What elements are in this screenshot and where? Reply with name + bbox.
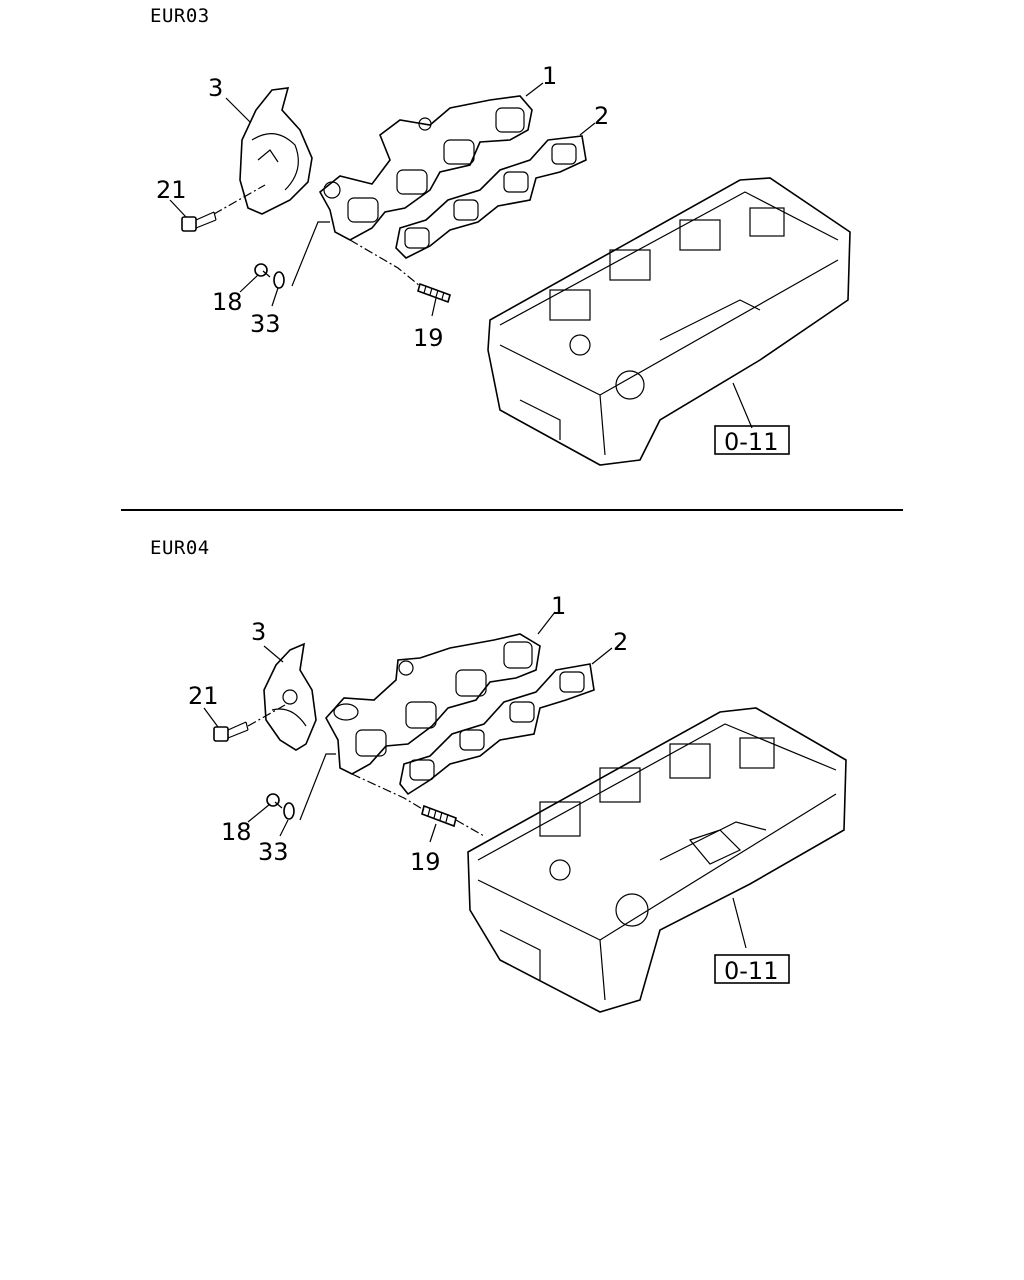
callout-33: 33 xyxy=(258,838,289,866)
callout-3: 3 xyxy=(208,74,223,102)
ref-box xyxy=(714,425,790,455)
callout-2: 2 xyxy=(613,628,628,656)
cylinder-head-part xyxy=(487,177,851,466)
callout-2: 2 xyxy=(594,102,609,130)
stud-part xyxy=(417,282,451,304)
washer-part xyxy=(273,271,285,289)
callout-1: 1 xyxy=(551,592,566,620)
ref-label: 0-11 xyxy=(724,428,778,456)
callout-18: 18 xyxy=(212,288,243,316)
section-divider xyxy=(121,509,903,511)
callout-33: 33 xyxy=(250,310,281,338)
callout-21: 21 xyxy=(188,682,219,710)
nut-part xyxy=(254,263,268,277)
manifold-gasket-part xyxy=(399,663,595,796)
callout-21: 21 xyxy=(156,176,187,204)
callout-1: 1 xyxy=(542,62,557,90)
ref-label: 0-11 xyxy=(724,957,778,985)
stud-part xyxy=(421,804,457,828)
heat-shield-part xyxy=(263,642,317,751)
cylinder-head-part xyxy=(467,707,847,1013)
exhaust-manifold-diagram: 1 2 3 21 18 33 19 0-11 xyxy=(188,592,847,1013)
ref-box xyxy=(714,954,790,984)
bolt-part xyxy=(181,211,217,232)
section-title: EUR04 xyxy=(150,537,210,559)
callout-19: 19 xyxy=(410,848,441,876)
exhaust-manifold-part xyxy=(318,95,533,241)
exhaust-manifold-diagram: 1 2 3 21 18 33 19 0-11 xyxy=(156,62,851,466)
heat-shield-part xyxy=(239,87,313,215)
section-title: EUR03 xyxy=(150,5,210,27)
callout-19: 19 xyxy=(413,324,444,352)
callout-3: 3 xyxy=(251,618,266,646)
section-eur03: EUR03 xyxy=(0,0,1024,505)
callout-18: 18 xyxy=(221,818,252,846)
bolt-part xyxy=(213,721,249,742)
section-eur04: EUR04 xyxy=(0,530,1024,1030)
washer-part xyxy=(283,802,295,820)
exhaust-manifold-part xyxy=(325,633,541,775)
manifold-gasket-part xyxy=(395,135,587,259)
